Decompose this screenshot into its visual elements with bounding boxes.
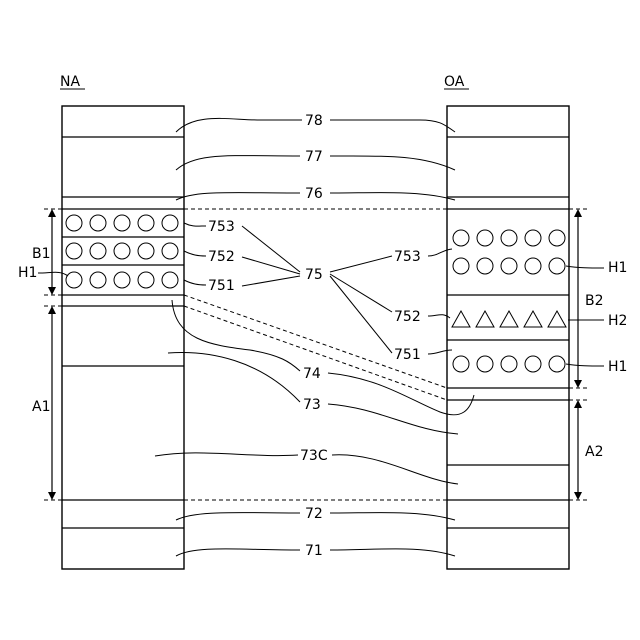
leader-h1-right-top (566, 266, 604, 268)
leader-75-to-r751 (330, 276, 392, 353)
label-h2-right: H2 (608, 313, 627, 329)
ref-753-right: 753 (394, 249, 421, 265)
label-a2: A2 (585, 444, 603, 460)
leader-75-to-751 (242, 276, 300, 286)
label-h1-right-top: H1 (608, 260, 627, 276)
left-row-751-circles (66, 272, 178, 288)
leader-74 (172, 300, 300, 371)
reference-numerals: 78 77 76 753 752 751 75 753 752 751 74 7… (208, 113, 421, 559)
leader-73-right (328, 404, 458, 434)
label-h1-left: H1 (18, 265, 37, 281)
leader-75-to-r753 (330, 256, 392, 272)
leader-72 (176, 513, 300, 520)
label-oa: OA (444, 74, 465, 90)
right-row-751-circles (453, 356, 565, 372)
left-circle-rows (66, 215, 178, 288)
ref-73: 73 (303, 397, 321, 413)
dimension-b2 (574, 209, 582, 388)
ref-77: 77 (305, 149, 323, 165)
right-shape-rows (452, 230, 566, 372)
leader-76-right (330, 193, 455, 200)
leader-73c-right (332, 455, 458, 484)
label-a1: A1 (32, 399, 50, 415)
left-row-753-circles (66, 215, 178, 231)
label-h1-right-bottom: H1 (608, 359, 627, 375)
ref-75: 75 (305, 267, 323, 283)
ref-753-left: 753 (208, 219, 235, 235)
ref-78: 78 (305, 113, 323, 129)
leader-h1-left (38, 272, 68, 276)
ref-752-right: 752 (394, 309, 421, 325)
leader-74-right (328, 373, 474, 415)
label-b2: B2 (585, 293, 604, 309)
leader-73 (168, 353, 300, 402)
label-na: NA (60, 74, 80, 90)
leader-78 (176, 118, 302, 132)
leader-77-right (330, 156, 455, 170)
ref-73c: 73C (300, 448, 328, 464)
right-row-752-triangles (452, 311, 566, 327)
right-row-753-circles-top (453, 230, 565, 246)
leader-lines (38, 118, 604, 556)
ref-72: 72 (305, 506, 323, 522)
ref-751-left: 751 (208, 278, 235, 294)
ref-751-right: 751 (394, 347, 421, 363)
leader-h1-right-bottom (566, 364, 604, 366)
leader-752-left (184, 251, 206, 256)
dimension-a2 (574, 400, 582, 500)
label-b1: B1 (32, 246, 51, 262)
leader-76 (176, 193, 300, 200)
leader-751-left (184, 280, 206, 285)
leader-72-right (330, 513, 455, 520)
leader-753-left (184, 223, 206, 226)
right-row-753-circles-bottom (453, 258, 565, 274)
leader-r751 (428, 350, 452, 354)
ref-74: 74 (303, 366, 321, 382)
ref-76: 76 (305, 186, 323, 202)
leader-r753 (428, 249, 452, 256)
leader-71-right (330, 549, 455, 556)
ref-71: 71 (305, 543, 323, 559)
ref-752-left: 752 (208, 249, 235, 265)
leader-73c (155, 453, 298, 456)
leader-78-right (330, 120, 455, 132)
leader-75-to-r752 (330, 274, 392, 312)
leader-77 (176, 156, 300, 170)
left-row-752-circles (66, 243, 178, 259)
leader-71 (176, 549, 300, 556)
